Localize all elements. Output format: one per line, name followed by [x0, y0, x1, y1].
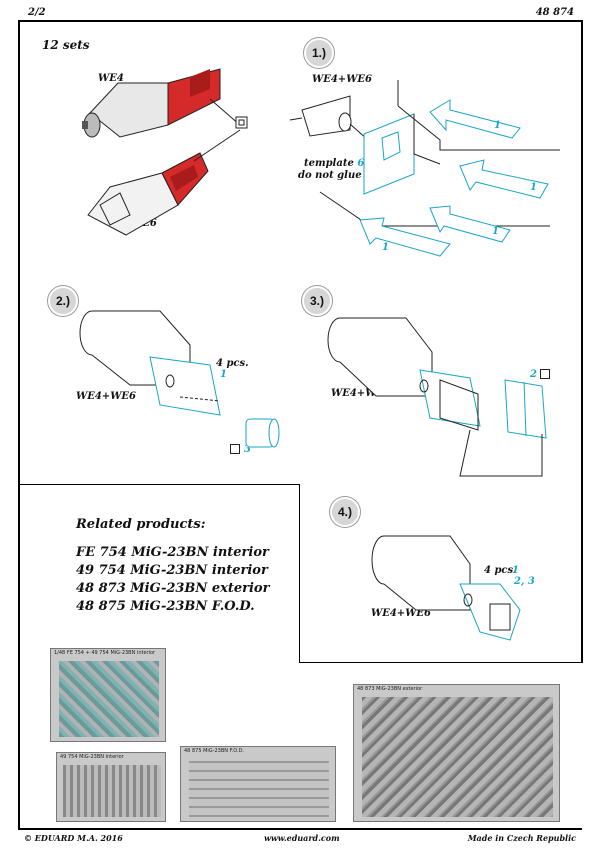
footer-website: www.eduard.com [264, 833, 340, 843]
step-1-part-c: 1 [492, 226, 499, 237]
related-item: 48 873 MiG-23BN exterior [76, 581, 270, 596]
thumbnail-caption: 1/48 FE 754 + 49 754 MiG-23BN interior [54, 650, 156, 656]
frame-right [581, 20, 583, 663]
footer-copyright: © EDUARD M.A. 2016 [24, 833, 123, 843]
related-title: Related products: [76, 517, 206, 532]
divider-vertical [299, 484, 301, 663]
step-3-diagram [327, 317, 547, 477]
step-4-diagram [371, 535, 521, 641]
sets-count: 12 sets [42, 38, 90, 52]
header-rule [18, 20, 582, 22]
step-3-badge: 3.) [302, 286, 332, 316]
we6-part [87, 152, 209, 236]
step-1-part-a: 1 [494, 120, 501, 131]
step-2-diagram [79, 310, 280, 448]
thumbnail-art [362, 697, 553, 817]
step-3-checkbox-icon [540, 369, 550, 379]
thumbnail-fe754: 1/48 FE 754 + 49 754 MiG-23BN interior [50, 648, 166, 742]
sets-illustration [82, 68, 248, 236]
step-4-badge: 4.) [330, 497, 360, 527]
step-1-badge: 1.) [304, 38, 334, 68]
we4-label: WE4 [98, 73, 124, 84]
thumbnail-48875: 48 875 MiG-23BN F.O.D. [180, 746, 336, 822]
related-item: 48 875 MiG-23BN F.O.D. [76, 599, 255, 614]
thumbnail-caption: 48 873 MiG-23BN exterior [357, 686, 423, 692]
step-3-part-label: WE4+WE6 [331, 388, 391, 399]
template-label: template 6 [304, 158, 364, 169]
divider-bottom [299, 662, 582, 664]
step-2-checkbox-icon [230, 444, 240, 454]
step-1-part-label: WE4+WE6 [312, 74, 372, 85]
template-text: template [304, 158, 354, 169]
footer-made-in: Made in Czech Republic [467, 833, 576, 843]
step-4-part-a: 1 [512, 565, 519, 576]
step-2-part: 1 [220, 369, 227, 380]
step-1-part-b: 1 [530, 182, 537, 193]
step-2-badge: 2.) [48, 286, 78, 316]
step-2-pcs: 4 pcs. [216, 358, 249, 369]
set-code: 48 874 [535, 7, 574, 18]
page-number: 2/2 [28, 7, 46, 18]
thumbnail-49754: 49 754 MiG-23BN interior [56, 752, 166, 822]
step-4-part-b: 2, 3 [514, 576, 535, 587]
no-glue-note: do not glue [298, 170, 362, 181]
step-4-part-label: WE4+WE6 [371, 608, 431, 619]
footer-rule [18, 828, 582, 830]
step-2-part-b: 3 [244, 444, 251, 455]
frame-left [18, 20, 20, 828]
step-1-diagram: 1 1 1 1 [289, 80, 560, 257]
related-item: FE 754 MiG-23BN interior [76, 545, 269, 560]
divider-related [18, 484, 300, 486]
template-number: 6 [357, 158, 365, 169]
thumbnail-48873: 48 873 MiG-23BN exterior [353, 684, 560, 822]
thumbnail-caption: 49 754 MiG-23BN interior [60, 754, 124, 760]
step-3-part: 2 [530, 369, 537, 380]
thumbnail-art [189, 761, 329, 817]
step-1-part-d: 1 [382, 242, 389, 253]
related-item: 49 754 MiG-23BN interior [76, 563, 268, 578]
thumbnail-art [59, 661, 159, 737]
thumbnail-caption: 48 875 MiG-23BN F.O.D. [184, 748, 245, 754]
we4-part [82, 68, 221, 138]
step-4-pcs: 4 pcs. [484, 565, 517, 576]
thumbnail-art [63, 765, 161, 817]
related-list: FE 754 MiG-23BN interior 49 754 MiG-23BN… [76, 544, 269, 616]
step-2-part-label: WE4+WE6 [76, 391, 136, 402]
